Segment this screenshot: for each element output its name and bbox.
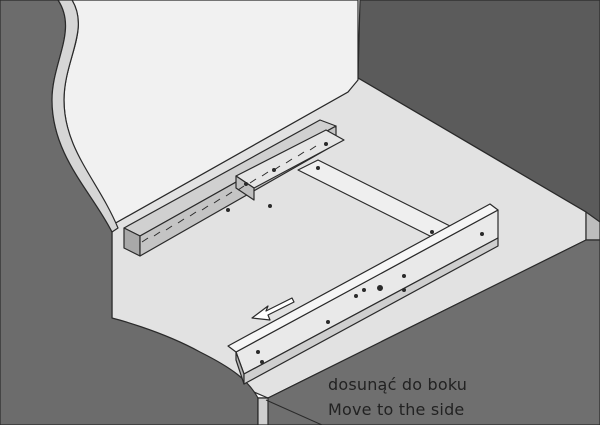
push-arrow-icon [251,297,295,321]
leader-line [265,399,323,425]
right-side-edge [585,211,600,241]
caption-polish: dosunąć do boku [328,375,468,394]
left-panel-edge [51,0,119,233]
screw-holes [226,142,484,364]
rail-teeth [141,145,317,243]
caption-english: Move to the side [328,400,465,419]
